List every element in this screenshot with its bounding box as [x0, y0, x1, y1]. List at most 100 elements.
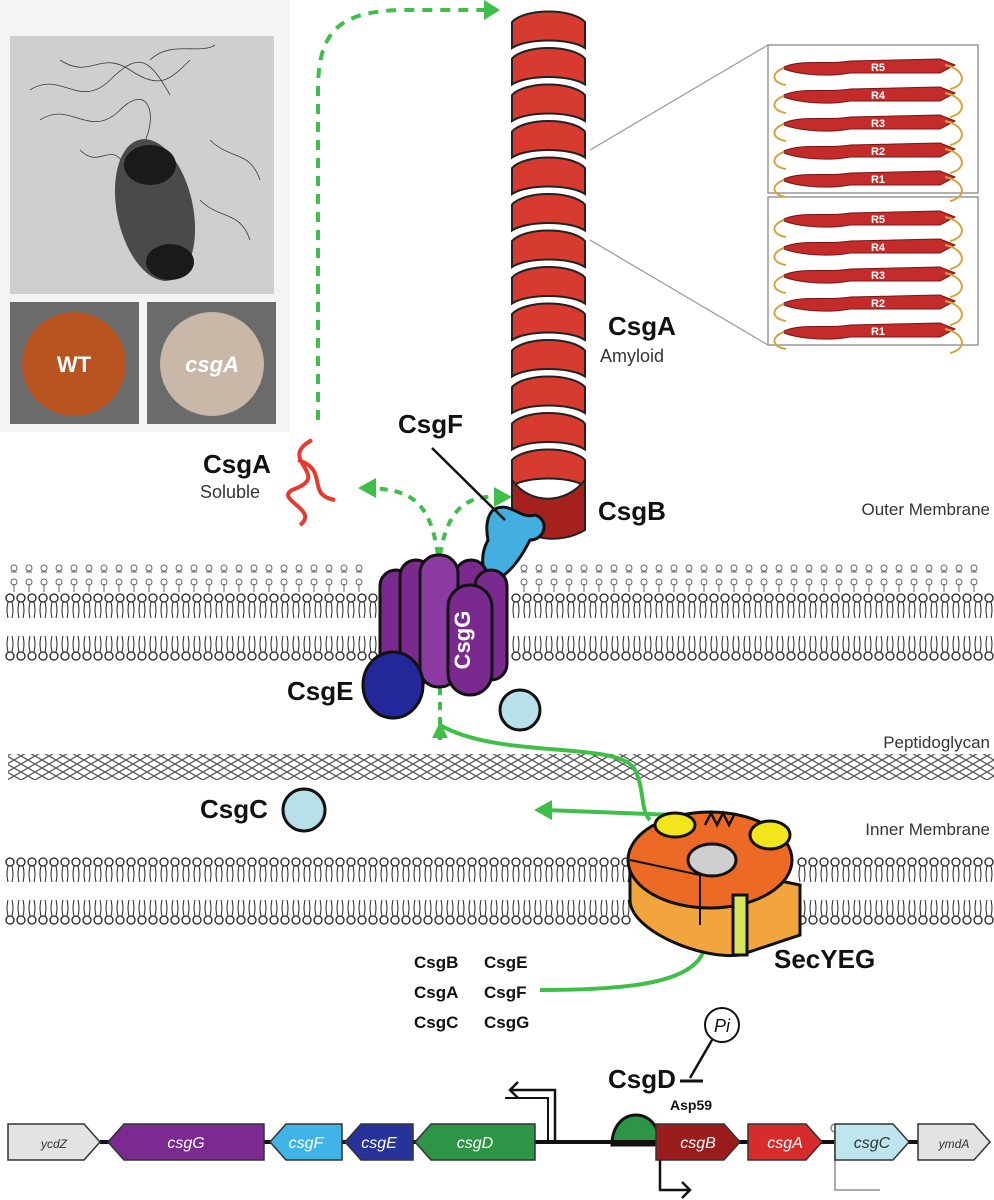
csgf-label: CsgF	[398, 409, 463, 439]
repeat-label: R2	[871, 146, 885, 158]
csgb-label: CsgB	[598, 496, 666, 526]
repeat-label: R5	[871, 214, 885, 226]
gene-label: csgA	[767, 1135, 803, 1152]
beta-strand	[783, 114, 957, 132]
cytoplasm-arrow	[539, 944, 707, 992]
soluble-csga	[286, 438, 336, 527]
protein-list-item: CsgF	[484, 983, 527, 1002]
gene-label: csgF	[289, 1135, 325, 1152]
fiber-segment	[511, 266, 586, 306]
protein-list-item: CsgG	[484, 1013, 529, 1032]
csgg-label: CsgG	[450, 611, 475, 670]
fiber-segment	[511, 339, 586, 379]
beta-strand	[783, 322, 957, 340]
beta-strand	[783, 266, 957, 284]
gene-label: csgD	[457, 1135, 494, 1152]
repeat-label: R3	[871, 118, 885, 130]
beta-strand	[783, 238, 957, 256]
gene-arrows: ycdZ csgG csgF csgE csgD csgB csgA csgC ymdA	[7, 1123, 992, 1161]
fiber-segment	[511, 83, 586, 123]
gene-arrow	[413, 1123, 536, 1161]
protein-list-item: CsgE	[484, 953, 527, 972]
repeat-label: R4	[871, 90, 886, 102]
fiber-network	[29, 44, 261, 241]
outer-membrane	[5, 564, 994, 661]
gene-label: csgB	[680, 1135, 716, 1152]
fiber-segment	[511, 156, 586, 196]
csga-soluble-sublabel: Soluble	[200, 482, 260, 502]
periplasm-arrow	[438, 723, 652, 822]
gene-label: csgE	[361, 1135, 397, 1152]
protein-list-item: CsgC	[414, 1013, 458, 1032]
fiber-segment	[511, 47, 586, 87]
repeat-label: R1	[871, 174, 885, 186]
repeat-label: R5	[871, 62, 885, 74]
gene-arrow	[343, 1123, 414, 1161]
beta-strand	[783, 142, 957, 160]
export-arrows	[316, 0, 707, 992]
csgc-protein	[281, 787, 327, 833]
fiber-segment	[511, 412, 586, 452]
fiber-segment	[511, 193, 586, 233]
promoter-left	[508, 1081, 557, 1142]
csgd-regulator	[610, 1007, 740, 1147]
beta-strand	[783, 170, 957, 188]
csgc-periplasm-a	[498, 688, 542, 732]
csga-amyloid-sublabel: Amyloid	[600, 346, 664, 366]
beta-strand	[783, 86, 957, 104]
mutant-plate	[160, 312, 264, 416]
beta-strand	[783, 294, 957, 312]
csgd-label: CsgD	[608, 1064, 676, 1094]
inner-membrane-bilayer	[5, 857, 994, 925]
soluble-to-fiber-arrow	[316, 8, 490, 420]
wt-plate	[22, 312, 126, 416]
fiber-segment	[511, 10, 586, 50]
csg-operon: ycdZ csgG csgF csgE csgD csgB csgA csgC ymdA	[7, 1081, 992, 1199]
csga-amyloid-fiber	[511, 10, 586, 488]
repeat-label: R1	[871, 326, 885, 338]
fiber-segment	[511, 448, 586, 488]
inner-membrane-label: Inner Membrane	[865, 820, 990, 839]
micrograph-panel: WT csgA	[0, 0, 290, 432]
gene-arrow	[747, 1123, 824, 1161]
phosphate-circle	[704, 1007, 740, 1043]
csgf-protein	[481, 505, 546, 582]
csgf-pointer	[431, 447, 506, 521]
protein-list-item: CsgA	[414, 983, 458, 1002]
beta-strand	[783, 210, 957, 228]
gene-arrow	[834, 1123, 911, 1161]
repeat-label: R3	[871, 270, 885, 282]
inner-membrane	[5, 857, 994, 925]
protein-list: CsgB CsgE CsgA CsgF CsgC CsgG	[414, 953, 529, 1032]
wt-label: WT	[57, 352, 92, 377]
fiber-segment	[511, 229, 586, 269]
gene-label: ymdA	[938, 1137, 970, 1151]
gene-arrow	[655, 1123, 742, 1161]
csga-soluble-label: CsgA	[203, 449, 271, 479]
peptidoglycan-label: Peptidoglycan	[883, 733, 990, 752]
gene-label: ycdZ	[40, 1137, 68, 1151]
outer-membrane-bilayer	[5, 593, 994, 661]
csga-amyloid-label: CsgA	[608, 311, 676, 341]
csge-protein	[361, 650, 425, 720]
gene-arrow	[917, 1123, 992, 1161]
repeat-label: R2	[871, 298, 885, 310]
pi-label: Pi	[714, 1016, 731, 1036]
gene-arrow	[7, 1123, 102, 1161]
outer-membrane-label: Outer Membrane	[862, 500, 991, 519]
secyeg-translocon	[626, 810, 802, 958]
beta-strand	[783, 58, 957, 76]
csgc-label: CsgC	[200, 794, 268, 824]
fiber-segment	[511, 375, 586, 415]
gene-label: csgG	[167, 1135, 204, 1152]
csge-label: CsgE	[287, 676, 353, 706]
fiber-segment	[511, 302, 586, 342]
gene-label: csgC	[854, 1135, 891, 1152]
csgg-to-soluble-arrow	[369, 486, 440, 556]
peptidoglycan-layer	[8, 754, 994, 780]
fiber-segment	[511, 120, 586, 160]
